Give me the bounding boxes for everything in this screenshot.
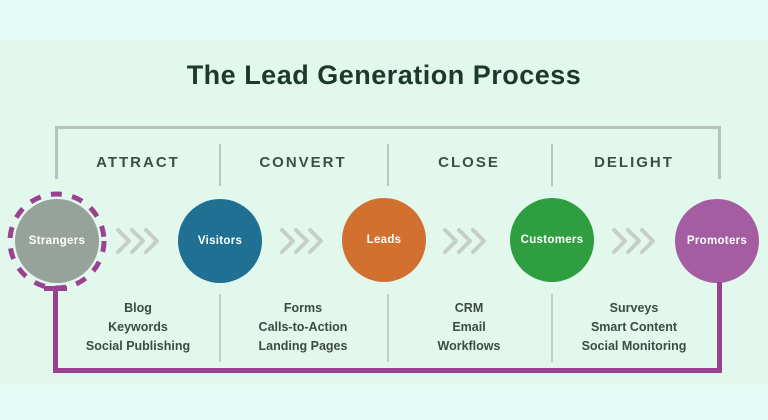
stage-divider <box>219 144 221 186</box>
circle-label-visitors: Visitors <box>197 235 243 247</box>
chevron-right-icon <box>612 228 655 254</box>
list-item: Surveys <box>609 301 659 315</box>
circle-label-leads: Leads <box>366 234 402 246</box>
chevron-right-icon <box>116 228 159 254</box>
list-item: Social Monitoring <box>581 339 687 353</box>
list-divider <box>551 294 553 362</box>
circle-visitors: Visitors <box>178 199 262 283</box>
list-item: Email <box>452 320 486 334</box>
feedback-loop-bottom <box>53 368 722 373</box>
list-item: Social Publishing <box>85 339 191 353</box>
circle-label-customers: Customers <box>520 234 584 246</box>
feedback-loop-left <box>53 286 58 373</box>
background-band-top <box>0 0 768 40</box>
list-divider <box>219 294 221 362</box>
stage-label-attract: ATTRACT <box>96 154 180 171</box>
stage-label-convert: CONVERT <box>259 154 347 171</box>
list-item: Keywords <box>108 320 168 334</box>
circle-promoters: Promoters <box>675 199 759 283</box>
circle-leads: Leads <box>342 198 426 282</box>
list-item: Blog <box>124 301 152 315</box>
circle-strangers: Strangers <box>15 199 99 283</box>
list-item: Forms <box>283 301 323 315</box>
stage-list-delight: Surveys Smart Content Social Monitoring <box>549 299 719 356</box>
stage-list-close: CRM Email Workflows <box>384 299 554 356</box>
list-divider <box>387 294 389 362</box>
stage-list-attract: Blog Keywords Social Publishing <box>53 299 223 356</box>
chevron-right-icon <box>280 228 323 254</box>
circle-label-promoters: Promoters <box>686 235 748 247</box>
list-item: Smart Content <box>590 320 678 334</box>
background-band-bottom <box>0 385 768 420</box>
stage-bracket-line <box>55 126 721 179</box>
stage-divider <box>387 144 389 186</box>
list-item: Calls-to-Action <box>258 320 348 334</box>
circle-label-strangers: Strangers <box>28 235 86 247</box>
stage-divider <box>551 144 553 186</box>
list-item: CRM <box>454 301 484 315</box>
stage-label-delight: DELIGHT <box>594 154 674 171</box>
stage-label-close: CLOSE <box>438 154 500 171</box>
list-item: Landing Pages <box>258 339 348 353</box>
page-title: The Lead Generation Process <box>186 60 582 90</box>
chevron-right-icon <box>443 228 486 254</box>
feedback-loop-right <box>717 282 722 373</box>
list-item: Workflows <box>437 339 501 353</box>
stage-list-convert: Forms Calls-to-Action Landing Pages <box>218 299 388 356</box>
circle-customers: Customers <box>510 198 594 282</box>
